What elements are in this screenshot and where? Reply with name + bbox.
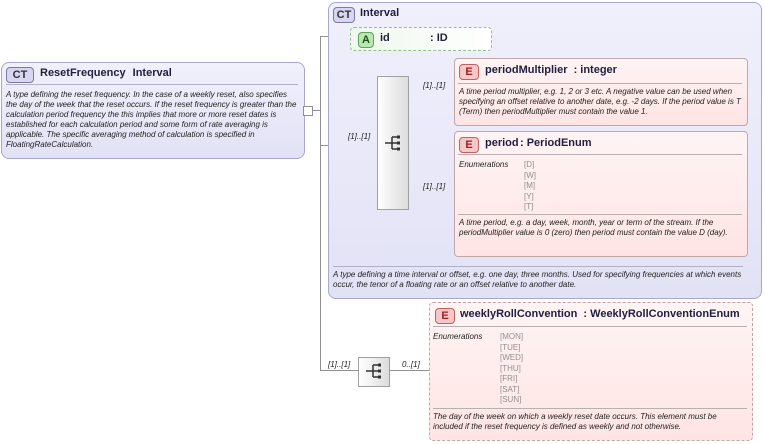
multiplicity-period-multiplier: [1]..[1] [423, 81, 446, 90]
id-attribute-type: : ID [430, 32, 448, 44]
element-badge: E [459, 137, 479, 153]
weekly-roll-enum-3: [THU] [500, 363, 521, 373]
period-multiplier-name: periodMultiplier [485, 64, 568, 76]
reset-frequency-title: ResetFrequency Interval [40, 67, 172, 79]
sequence-icon [385, 135, 400, 151]
multiplicity-lower-sequence: [1]..[1] [328, 360, 351, 369]
multiplicity-weekly-roll: 0..[1] [402, 360, 420, 369]
weekly-roll-enum-1: [TUE] [500, 342, 521, 352]
divider [458, 83, 742, 84]
element-badge: E [459, 64, 479, 80]
sequence-icon [366, 363, 381, 379]
id-attribute-name: id [380, 32, 390, 44]
period-name: period [485, 137, 519, 149]
divider [6, 84, 298, 85]
interval-title: Interval [360, 7, 400, 19]
period-enum-4: [T] [524, 202, 534, 211]
weekly-roll-name: weeklyRollConvention [460, 308, 578, 320]
period-multiplier-title: periodMultiplier : integer [485, 64, 617, 76]
period-enum-2: [M] [524, 181, 536, 190]
divider [458, 214, 742, 215]
divider [433, 408, 747, 409]
period-multiplier-box[interactable] [454, 58, 748, 126]
weekly-roll-title: weeklyRollConvention : WeeklyRollConvent… [460, 308, 740, 320]
period-description: A time period, e.g. a day, week, month, … [459, 218, 728, 237]
period-box[interactable] [454, 131, 748, 257]
connector-line [320, 370, 358, 371]
period-enum-1: [W] [524, 170, 536, 180]
weekly-roll-enum-0: [MON] [500, 332, 524, 341]
attribute-badge: A [358, 32, 374, 48]
reset-frequency-type: Interval [132, 67, 172, 79]
weekly-roll-enum-4: [FRI] [500, 374, 518, 383]
complex-type-badge: CT [6, 67, 34, 83]
multiplicity-period: [1]..[1] [423, 182, 446, 191]
collapse-handle[interactable] [303, 106, 313, 116]
reset-frequency-name: ResetFrequency [40, 67, 126, 79]
weekly-roll-type: : WeeklyRollConventionEnum [583, 308, 740, 320]
period-multiplier-type: : integer [573, 64, 617, 76]
period-enum-label: Enumerations [459, 160, 509, 169]
weekly-roll-description: The day of the week on which a weekly re… [433, 412, 717, 431]
interval-description: A type defining a time interval or offse… [333, 270, 742, 289]
period-multiplier-description: A time period multiplier, e.g. 1, 2 or 3… [459, 87, 741, 116]
element-badge: E [435, 308, 455, 324]
divider [333, 266, 743, 267]
period-type: : PeriodEnum [520, 137, 592, 149]
weekly-roll-enum-5: [SAT] [500, 384, 520, 394]
weekly-roll-enum-6: [SUN] [500, 395, 522, 404]
divider [458, 154, 742, 155]
multiplicity-interval: [1]..[1] [348, 132, 371, 141]
period-enum-3: [Y] [524, 191, 534, 201]
reset-frequency-description: A type defining the reset frequency. In … [6, 90, 297, 149]
connector-line [388, 370, 430, 371]
weekly-roll-enum-2: [WED] [500, 353, 524, 362]
complex-type-badge: CT [333, 7, 355, 23]
divider [433, 326, 747, 327]
weekly-roll-convention-box[interactable] [429, 302, 753, 441]
id-attribute-box[interactable] [350, 27, 492, 51]
weekly-roll-enum-label: Enumerations [433, 332, 483, 341]
connector-line [320, 36, 321, 370]
period-enum-0: [D] [524, 160, 535, 169]
sequence-compositor[interactable] [358, 357, 390, 387]
